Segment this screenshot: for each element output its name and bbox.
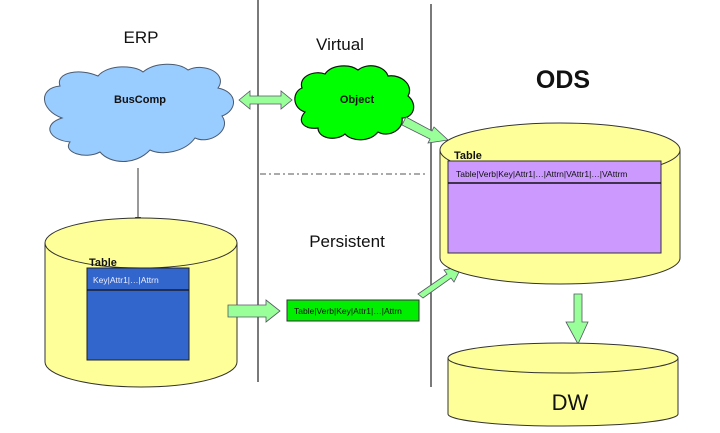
section-label-erp: ERP: [124, 28, 159, 47]
persistent-to-ods-arrow: [417, 265, 463, 299]
ods-table-header: Table|Verb|Key|Attr1|…|Attrn|VAttr1|…|VA…: [456, 169, 627, 179]
erp-table-title: Table: [89, 257, 117, 269]
object-cloud: Object: [294, 65, 415, 141]
object-label: Object: [340, 94, 375, 106]
buscomp-cloud: BusComp: [44, 63, 234, 162]
object-to-ods-arrow: [401, 116, 449, 144]
erp-table-header: Key|Attr1|…|Attrn: [93, 275, 159, 285]
persistent-record: Table|Verb|Key|Attr1|…|Attrn: [286, 299, 420, 322]
ods-to-dw-arrow: [565, 293, 589, 345]
object-cloud-shape: [294, 65, 415, 141]
ods-table: Table|Verb|Key|Attr1|…|Attrn|VAttr1|…|VA…: [447, 160, 662, 254]
persistent-record-label: Table|Verb|Key|Attr1|…|Attrn: [294, 306, 402, 316]
table-to-persistent-arrow: [227, 299, 281, 323]
erp-table: Key|Attr1|…|Attrn: [86, 267, 190, 361]
dw-label: DW: [552, 390, 589, 415]
buscomp-label: BusComp: [114, 94, 166, 106]
dw-database-cylinder: DW: [447, 342, 679, 427]
section-label-persistent: Persistent: [309, 232, 385, 251]
section-label-ods: ODS: [536, 66, 590, 94]
ods-table-title: Table: [454, 150, 482, 162]
bidirectional-arrow: [238, 90, 293, 110]
buscomp-cloud-shape: [44, 63, 234, 162]
section-label-virtual: Virtual: [316, 35, 364, 54]
